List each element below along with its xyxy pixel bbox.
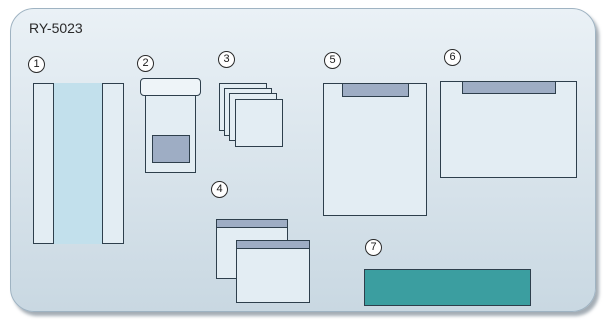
item-number-2: 2 [137, 55, 154, 72]
item-number-3: 3 [218, 51, 235, 68]
container-icon [140, 78, 201, 173]
item-number-5: 5 [324, 52, 341, 69]
item-number-4: 4 [211, 181, 228, 198]
tall-pouch-icon [323, 83, 427, 216]
item-number-7: 7 [365, 239, 382, 256]
item-number-6: 6 [444, 49, 461, 66]
wide-pouch-icon [440, 81, 577, 178]
teal-pad-icon [364, 269, 531, 306]
pouch-pair-icon [216, 219, 310, 303]
kit-code: RY-5023 [29, 20, 83, 36]
kit-panel: RY-5023 1 2 3 4 5 6 7 [10, 8, 596, 312]
drape-icon [33, 83, 124, 244]
item-number-1: 1 [28, 56, 45, 73]
gauze-stack-icon [219, 83, 287, 151]
